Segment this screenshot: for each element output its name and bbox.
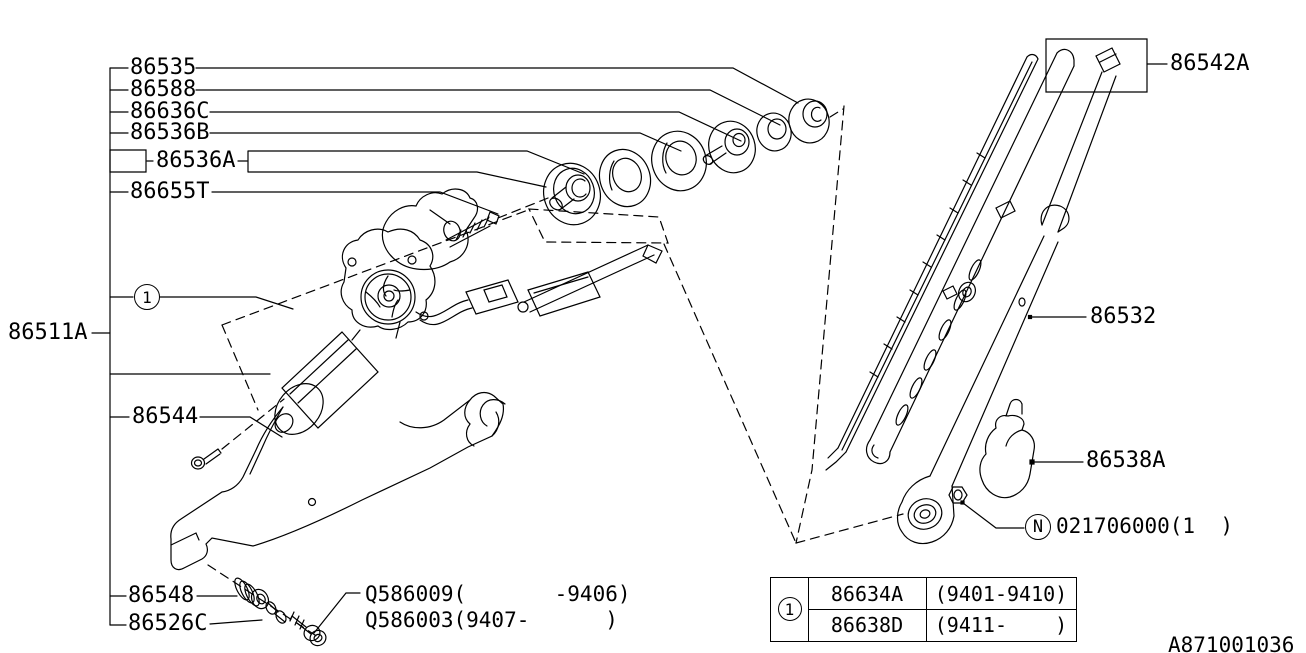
applicability-table: 1 86634A (9401-9410) 86638D (9411- )	[770, 577, 1077, 642]
pivot-seal-parts-drawing	[543, 98, 830, 226]
table-date-range: (9411- )	[934, 612, 1068, 637]
wiper-blade-rubber-drawing	[825, 53, 1039, 471]
linkage-rod-drawing	[415, 244, 663, 326]
part-label-86535: 86535	[130, 55, 197, 80]
part-label-86511A: 86511A	[8, 320, 88, 345]
nut-N-marker-icon: N	[1025, 514, 1051, 540]
table-date-range: (9401-9410)	[934, 581, 1068, 606]
part-label-86655T: 86655T	[130, 179, 210, 204]
part-label-Q586003: Q586003(9407- )	[365, 608, 618, 632]
drawing-number: A871001036	[1168, 633, 1295, 653]
mounting-bracket-drawing	[170, 391, 506, 571]
part-label-86526C: 86526C	[128, 611, 208, 636]
table-marker-cell: 1	[771, 578, 808, 640]
dashed-alignment-lines	[207, 105, 904, 638]
wiper-blade-frame-drawing	[865, 48, 1075, 465]
part-label-nut-number: 021706000(1 )	[1056, 514, 1234, 538]
part-label-Q586009: Q586009( -9406)	[365, 582, 631, 606]
part-label-86532: 86532	[1090, 304, 1157, 329]
table-part-number: 86638D	[830, 612, 904, 637]
wiper-arm-drawing	[896, 47, 1121, 545]
item-1-marker: 1	[134, 284, 160, 310]
part-label-86588: 86588	[130, 77, 197, 102]
left-callout-leaders	[91, 67, 799, 634]
part-label-86544: 86544	[132, 404, 199, 429]
table-item-1-marker: 1	[777, 597, 802, 621]
part-label-86536B: 86536B	[130, 120, 210, 145]
part-label-86636C: 86636C	[130, 99, 210, 124]
pivot-shaft-drawing	[381, 188, 500, 271]
part-label-86548: 86548	[128, 583, 195, 608]
right-callout-leaders	[960, 38, 1168, 529]
grommet-and-screw-drawing	[234, 577, 327, 647]
part-label-86542A: 86542A	[1170, 51, 1250, 76]
part-label-86538A: 86538A	[1086, 448, 1166, 473]
table-part-number: 86634A	[830, 581, 904, 606]
wiper-motor-drawing	[274, 228, 436, 435]
table-divider	[808, 609, 1076, 610]
part-label-86536A: 86536A	[156, 148, 236, 173]
